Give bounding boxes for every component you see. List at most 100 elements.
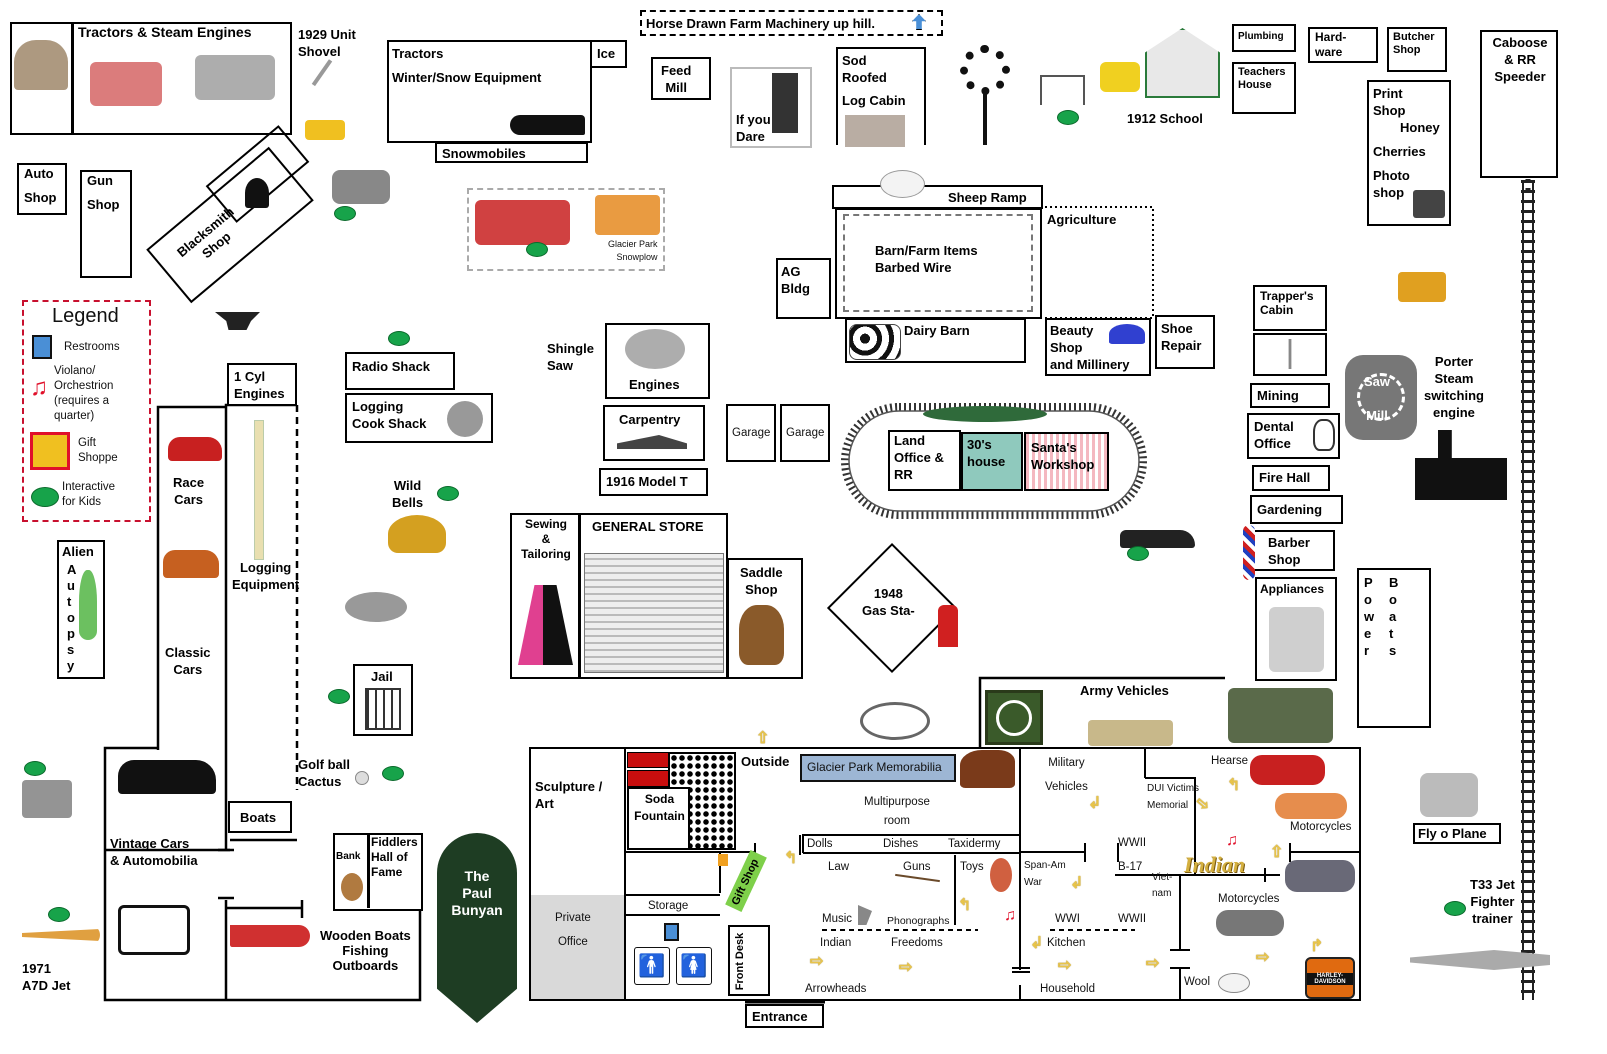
interactive-dot[interactable] <box>437 486 459 501</box>
if-you-dare-label: If you Dare <box>736 112 771 144</box>
booth-1 <box>627 752 669 768</box>
fly-o-plane-building[interactable]: Fly o Plane <box>1413 823 1501 844</box>
covered-wagon-icon <box>14 40 68 90</box>
thirties-house-building[interactable]: 30's house <box>961 432 1023 491</box>
beauty-shop-label: Beauty Shop and Millinery <box>1050 323 1130 372</box>
santas-workshop-building[interactable]: Santa's Workshop <box>1024 432 1109 491</box>
dishes-label: Dishes <box>883 838 919 850</box>
beauty-shop-building[interactable]: Beauty Shop and Millinery <box>1045 318 1151 376</box>
interactive-dot[interactable] <box>388 331 410 346</box>
boats-building[interactable]: Boats <box>228 801 292 833</box>
interactive-dot[interactable] <box>382 766 404 781</box>
model-t-building[interactable]: 1916 Model T <box>599 468 708 496</box>
horse-drawn-area[interactable]: Horse Drawn Farm Machinery up hill. <box>640 10 943 36</box>
army-truck-icon <box>1228 688 1333 743</box>
one-cyl-label: 1 Cyl Engines <box>234 369 285 401</box>
motorcycles-2-label: Motorcycles <box>1290 821 1352 833</box>
radio-shack-building[interactable]: Radio Shack <box>345 352 455 390</box>
mens-restroom-icon[interactable]: 🚹 <box>634 947 670 985</box>
front-desk[interactable]: Front Desk <box>728 925 770 996</box>
glacier-memorabilia[interactable]: Glacier Park Memorabilia <box>800 754 956 782</box>
land-office-building[interactable]: Land Office & RR <box>888 430 961 491</box>
arrow-icon: ↱ <box>1310 938 1324 955</box>
dairy-barn-label: Dairy Barn <box>904 323 970 338</box>
ag-bldg-building[interactable]: AG Bldg <box>776 258 831 319</box>
bulldozer-icon <box>1398 272 1446 302</box>
restroom-icon <box>32 335 52 359</box>
tank-icon <box>1088 720 1173 746</box>
unit-shovel-label: 1929 Unit Shovel <box>298 27 356 59</box>
ice-building[interactable]: Ice <box>590 40 627 68</box>
autopsy-label: A u t o p s y <box>67 562 77 673</box>
saw-mill-building[interactable]: Saw Mill <box>1345 355 1417 440</box>
gun-shop-building[interactable]: Gun Shop <box>80 170 132 278</box>
gift-icon <box>718 854 728 866</box>
garage-1-building[interactable]: Garage <box>726 404 776 462</box>
medical-building[interactable] <box>1253 333 1327 376</box>
engines-building[interactable]: Engines <box>605 323 710 399</box>
trappers-cabin-building[interactable]: Trapper's Cabin <box>1253 285 1327 331</box>
interactive-dot[interactable] <box>1057 110 1079 125</box>
private-office-fill <box>531 895 624 999</box>
interactive-dot[interactable] <box>334 206 356 221</box>
barn-farm-building[interactable]: Barn/Farm Items Barbed Wire <box>835 208 1042 319</box>
snowmobiles-building[interactable]: Snowmobiles <box>435 142 588 163</box>
alien-autopsy-building[interactable]: Alien A u t o p s y <box>57 540 105 679</box>
sheep-ramp[interactable]: Sheep Ramp <box>832 185 1043 209</box>
barber-shop-building[interactable]: Barber Shop <box>1250 530 1335 571</box>
logging-cook-shack-building[interactable]: Logging Cook Shack <box>345 393 493 443</box>
interactive-dot[interactable] <box>24 761 46 776</box>
jail-building[interactable]: Jail <box>353 664 413 736</box>
fire-truck-area[interactable] <box>467 188 665 271</box>
auto-shop-building[interactable]: Auto Shop <box>17 163 67 215</box>
music-note-icon[interactable]: ♫ <box>1226 832 1238 849</box>
dairy-barn-building[interactable]: Dairy Barn <box>845 318 1026 363</box>
butcher-shop-building[interactable]: Butcher Shop <box>1387 27 1447 72</box>
womens-restroom-icon[interactable]: 🚺 <box>676 947 712 985</box>
interactive-dot[interactable] <box>526 242 548 257</box>
legend-interactive: Interactive for Kids <box>62 481 116 508</box>
carpentry-label: Carpentry <box>619 412 681 427</box>
restroom-icon[interactable] <box>664 923 679 941</box>
shoe-repair-building[interactable]: Shoe Repair <box>1155 315 1215 369</box>
interactive-dot[interactable] <box>328 689 350 704</box>
plumbing-label: Plumbing <box>1238 31 1284 42</box>
golf-cactus-label: Golf ball Cactus <box>298 757 350 789</box>
mining-building[interactable]: Mining <box>1250 383 1330 408</box>
motorcycles-1-label: Motorcycles <box>1218 893 1280 905</box>
garage-2-building[interactable]: Garage <box>780 404 830 462</box>
sod-log-cabin-building[interactable] <box>836 47 926 145</box>
interactive-dot[interactable] <box>48 907 70 922</box>
appliances-building[interactable]: Appliances <box>1255 577 1337 681</box>
garage-2-label: Garage <box>786 427 825 439</box>
kitchen-label: Kitchen <box>1047 937 1086 949</box>
bells-icon <box>388 515 446 553</box>
if-you-dare-building[interactable]: If you Dare <box>730 67 812 148</box>
entrance-label: Entrance <box>752 1009 808 1024</box>
gardening-building[interactable]: Gardening <box>1250 495 1343 524</box>
interactive-dot[interactable] <box>1127 546 1149 561</box>
soda-fountain[interactable]: Soda Fountain <box>627 787 690 850</box>
interactive-dot[interactable] <box>1444 901 1466 916</box>
caboose-building[interactable]: Caboose & RR Speeder <box>1480 30 1558 178</box>
feed-mill-building[interactable]: Feed Mill <box>651 57 711 100</box>
general-store-building[interactable]: Sewing & Tailoring GENERAL STORE <box>510 513 728 679</box>
dental-office-building[interactable]: Dental Office <box>1247 413 1340 459</box>
arrow-right-icon: ⇨ <box>1256 949 1270 966</box>
music-note-icon[interactable]: ♫ <box>1004 907 1016 924</box>
blacksmith-icon <box>245 178 269 208</box>
fire-hall-building[interactable]: Fire Hall <box>1252 465 1330 491</box>
a7d-jet-label: 1971 A7D Jet <box>22 961 71 993</box>
plumbing-building[interactable]: Plumbing <box>1232 24 1296 52</box>
hardware-building[interactable]: Hard- ware <box>1308 27 1378 63</box>
teachers-house-building[interactable]: Teachers House <box>1232 62 1296 114</box>
caboose-label: Caboose & RR Speeder <box>1492 35 1548 84</box>
print-shop-building[interactable]: Print Shop Honey Cherries Photo shop <box>1367 80 1451 226</box>
paul-bunyan-building[interactable] <box>437 833 517 1023</box>
bank-fiddlers-building[interactable]: Bank Fiddlers Hall of Fame <box>333 833 423 911</box>
one-cyl-engines-building[interactable]: 1 Cyl Engines <box>227 363 297 406</box>
saddle-shop-building[interactable]: Saddle Shop <box>727 558 803 679</box>
entrance[interactable]: Entrance <box>745 1004 824 1028</box>
carpentry-building[interactable]: Carpentry <box>603 405 705 461</box>
